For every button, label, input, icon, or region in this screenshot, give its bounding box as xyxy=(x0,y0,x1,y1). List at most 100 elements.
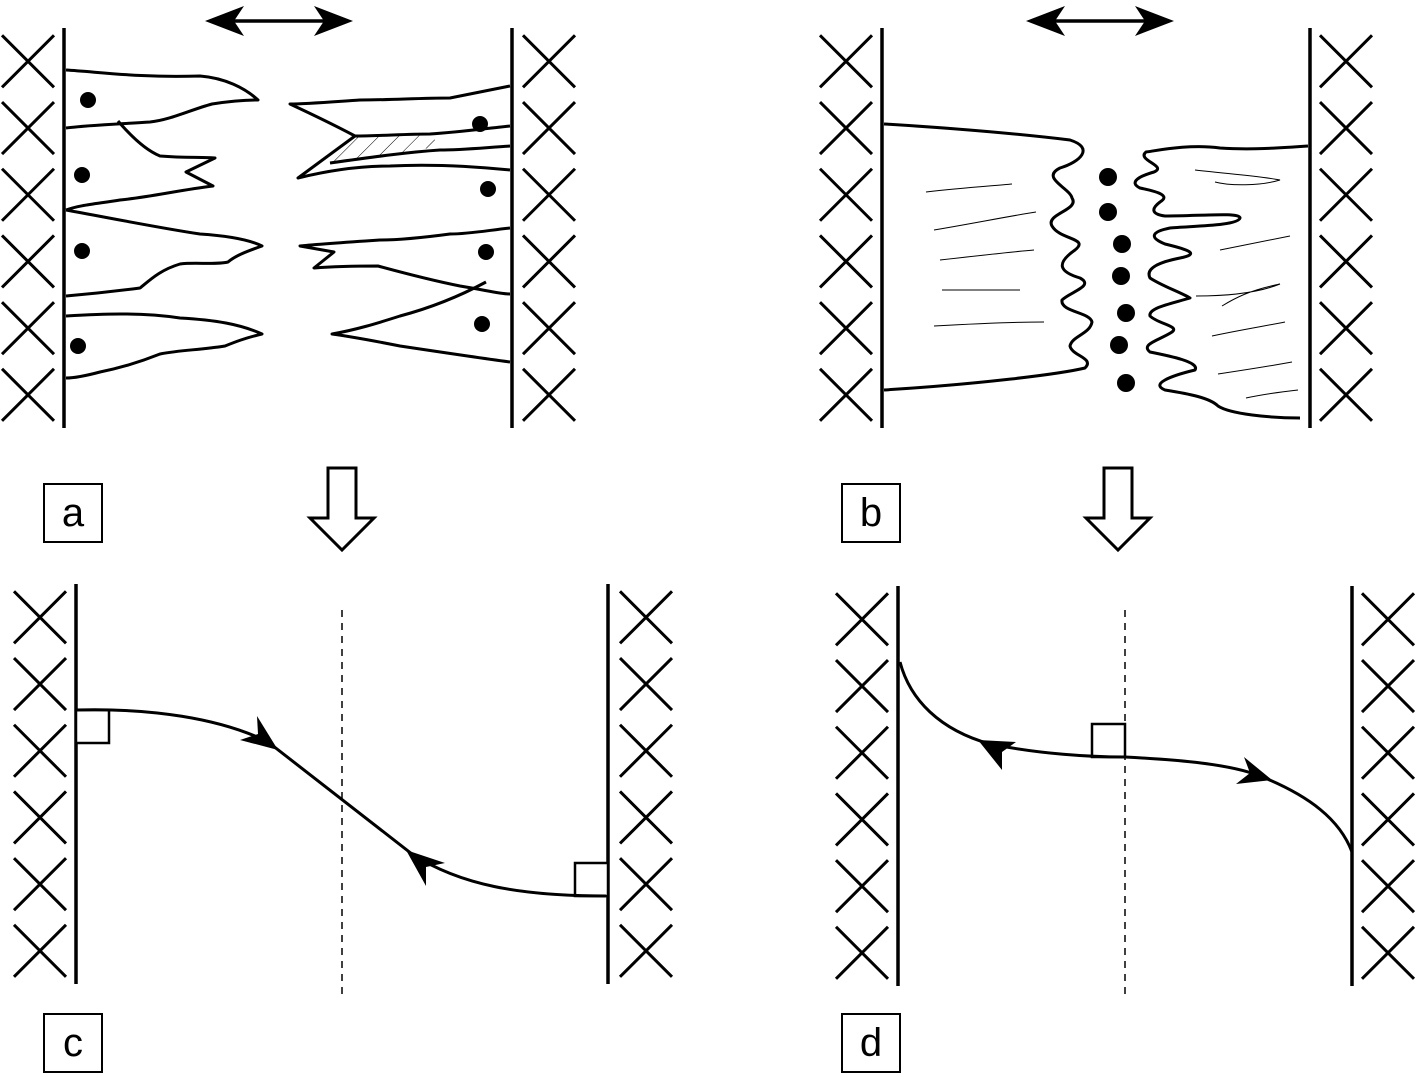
panel-d: d xyxy=(841,586,1354,1073)
x-mark-icon xyxy=(0,301,56,356)
nucleus-dot xyxy=(80,92,96,108)
x-mark-icon xyxy=(12,923,68,978)
wall-crosses-b-left xyxy=(818,34,874,422)
x-mark-icon xyxy=(834,592,890,647)
x-mark-icon xyxy=(818,367,874,422)
tissue-texture xyxy=(925,169,1299,399)
x-mark-icon xyxy=(0,367,56,422)
fiber-right-4 xyxy=(330,280,511,364)
x-mark-icon xyxy=(0,234,56,289)
nucleus-dot xyxy=(1099,203,1117,221)
x-mark-icon xyxy=(618,590,674,645)
particles xyxy=(1099,168,1135,392)
x-mark-icon xyxy=(834,925,890,980)
arrowhead-icon xyxy=(406,850,445,886)
x-mark-icon xyxy=(834,792,890,847)
x-mark-icon xyxy=(521,34,577,89)
x-mark-icon xyxy=(1360,859,1416,914)
hollow-down-arrow-icon xyxy=(1082,466,1154,553)
right-angle-marker xyxy=(1090,722,1127,759)
wall-crosses-a-right xyxy=(521,34,577,422)
fiber-right-2 xyxy=(329,144,511,165)
x-mark-icon xyxy=(618,790,674,845)
fiber-left-1-hook xyxy=(65,120,217,212)
x-mark-icon xyxy=(1360,792,1416,847)
x-mark-icon xyxy=(618,656,674,712)
panel-b: b xyxy=(841,6,1312,553)
double-headed-arrow-icon xyxy=(1026,6,1174,36)
cell-nuclei xyxy=(70,92,496,354)
panel-label-a-text: a xyxy=(62,491,85,535)
fiber-left-2 xyxy=(65,208,264,298)
hollow-down-arrow-icon xyxy=(306,466,378,553)
x-mark-icon xyxy=(818,100,874,156)
arrowhead-icon xyxy=(1236,757,1272,784)
x-mark-icon xyxy=(521,367,577,422)
wall-crosses-a-left xyxy=(0,34,56,422)
panel-label-b-text: b xyxy=(860,491,882,535)
nucleus-dot xyxy=(1113,235,1131,253)
panel-label-c: c xyxy=(43,1013,103,1073)
wall-crosses-c-right xyxy=(618,590,674,978)
x-mark-icon xyxy=(1318,301,1374,356)
x-mark-icon xyxy=(12,857,68,912)
x-mark-icon xyxy=(834,859,890,914)
right-angle-marker-right xyxy=(573,861,610,898)
x-mark-icon xyxy=(818,234,874,289)
x-mark-icon xyxy=(818,167,874,222)
x-mark-icon xyxy=(0,100,56,156)
wall-crosses-d-left xyxy=(834,592,890,980)
wall-crosses-c-left xyxy=(12,590,68,978)
panel-label-d-text: d xyxy=(860,1021,882,1065)
tissue-right-outline xyxy=(1133,144,1309,420)
x-mark-icon xyxy=(12,790,68,845)
x-mark-icon xyxy=(1318,100,1374,156)
x-mark-icon xyxy=(1318,34,1374,89)
x-mark-icon xyxy=(0,34,56,89)
x-mark-icon xyxy=(521,100,577,156)
x-mark-icon xyxy=(1360,592,1416,647)
nucleus-dot xyxy=(70,338,86,354)
trajectory-curve xyxy=(898,661,1354,853)
nucleus-dot xyxy=(1110,336,1128,354)
x-mark-icon xyxy=(1318,234,1374,289)
panel-label-a: a xyxy=(43,483,103,543)
trajectory-curve xyxy=(75,708,607,898)
x-mark-icon xyxy=(521,167,577,222)
fiber-left-3 xyxy=(65,312,264,380)
double-headed-arrow-icon xyxy=(205,6,353,36)
x-mark-icon xyxy=(12,723,68,778)
right-angle-marker-left xyxy=(74,708,111,745)
wall-crosses-b-right xyxy=(1318,34,1374,422)
x-mark-icon xyxy=(618,923,674,978)
hatched-region xyxy=(330,134,440,163)
arrowhead-icon xyxy=(978,740,1016,770)
nucleus-dot xyxy=(74,243,90,259)
x-mark-icon xyxy=(818,301,874,356)
panel-a: a xyxy=(43,6,514,553)
nucleus-dot xyxy=(1112,267,1130,285)
panel-label-b: b xyxy=(841,483,901,543)
x-mark-icon xyxy=(1360,725,1416,780)
nucleus-dot xyxy=(1099,168,1117,186)
x-mark-icon xyxy=(834,725,890,780)
nucleus-dot xyxy=(74,167,90,183)
arrowhead-icon xyxy=(240,716,278,750)
tissue-left-outline xyxy=(883,122,1094,392)
x-mark-icon xyxy=(0,167,56,222)
fiber-left-1 xyxy=(65,68,260,130)
x-mark-icon xyxy=(521,301,577,356)
nucleus-dot xyxy=(1117,304,1135,322)
x-mark-icon xyxy=(1360,925,1416,980)
x-mark-icon xyxy=(12,656,68,712)
nucleus-dot xyxy=(474,316,490,332)
x-mark-icon xyxy=(1360,658,1416,714)
x-mark-icon xyxy=(818,34,874,89)
nucleus-dot xyxy=(472,116,488,132)
wall-crosses-d-right xyxy=(1360,592,1416,980)
x-mark-icon xyxy=(834,658,890,714)
x-mark-icon xyxy=(618,723,674,778)
fiber-right-3 xyxy=(298,226,511,296)
panel-c: c xyxy=(43,584,610,1073)
